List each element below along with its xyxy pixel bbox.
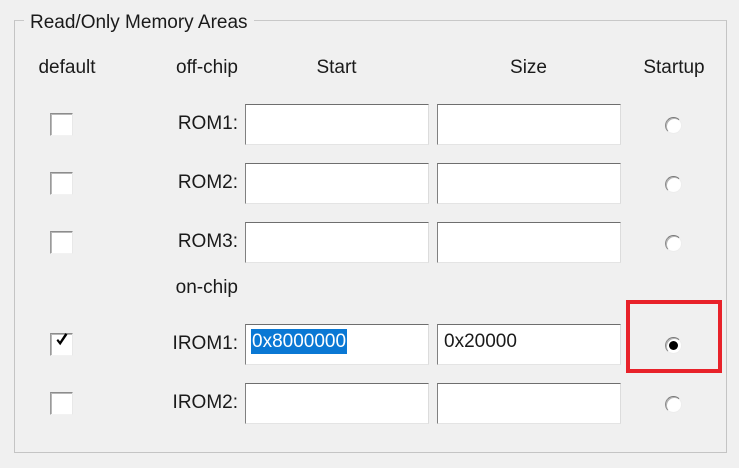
radio-dot-irom1 [669,341,678,350]
default-checkbox-rom3[interactable] [50,231,73,254]
memory-row-rom3: ROM3: [0,218,739,266]
default-checkbox-rom2[interactable] [50,172,73,195]
size-input-rom2[interactable] [437,163,621,204]
on-chip-label: on-chip [175,277,238,298]
size-input-rom3[interactable] [437,222,621,263]
memory-row-irom1: IROM1: 0x8000000 0x20000 [0,320,739,368]
column-header-default: default [38,57,96,78]
row-label-irom2: IROM2: [172,392,238,413]
default-checkbox-rom1[interactable] [50,113,73,136]
start-input-rom1[interactable] [245,104,429,145]
row-label-rom1: ROM1: [177,113,238,134]
memory-row-rom2: ROM2: [0,159,739,207]
default-checkbox-irom1[interactable] [50,333,73,356]
read-only-memory-areas-groupbox [14,20,727,453]
default-checkbox-irom2[interactable] [50,392,73,415]
size-input-rom1[interactable] [437,104,621,145]
size-value-irom1: 0x20000 [444,331,517,352]
column-header-startup: Startup [643,57,705,78]
row-label-rom3: ROM3: [177,231,238,252]
row-label-rom2: ROM2: [177,172,238,193]
column-header-size: Size [510,57,547,78]
startup-radio-rom2[interactable] [665,176,682,193]
memory-row-rom1: ROM1: [0,100,739,148]
startup-radio-irom2[interactable] [665,396,682,413]
start-value-irom1: 0x8000000 [251,329,348,354]
size-input-irom2[interactable] [437,383,621,424]
start-input-irom2[interactable] [245,383,429,424]
row-label-irom1: IROM1: [172,333,238,354]
startup-radio-rom1[interactable] [665,117,682,134]
startup-radio-irom1[interactable] [665,337,682,354]
startup-radio-rom3[interactable] [665,235,682,252]
column-header-start: Start [316,57,357,78]
memory-row-irom2: IROM2: [0,379,739,427]
size-input-irom1[interactable]: 0x20000 [437,324,621,365]
column-header-off-chip: off-chip [176,57,238,78]
start-input-rom2[interactable] [245,163,429,204]
start-input-irom1[interactable]: 0x8000000 [245,324,429,365]
start-input-rom3[interactable] [245,222,429,263]
groupbox-title: Read/Only Memory Areas [24,12,254,34]
